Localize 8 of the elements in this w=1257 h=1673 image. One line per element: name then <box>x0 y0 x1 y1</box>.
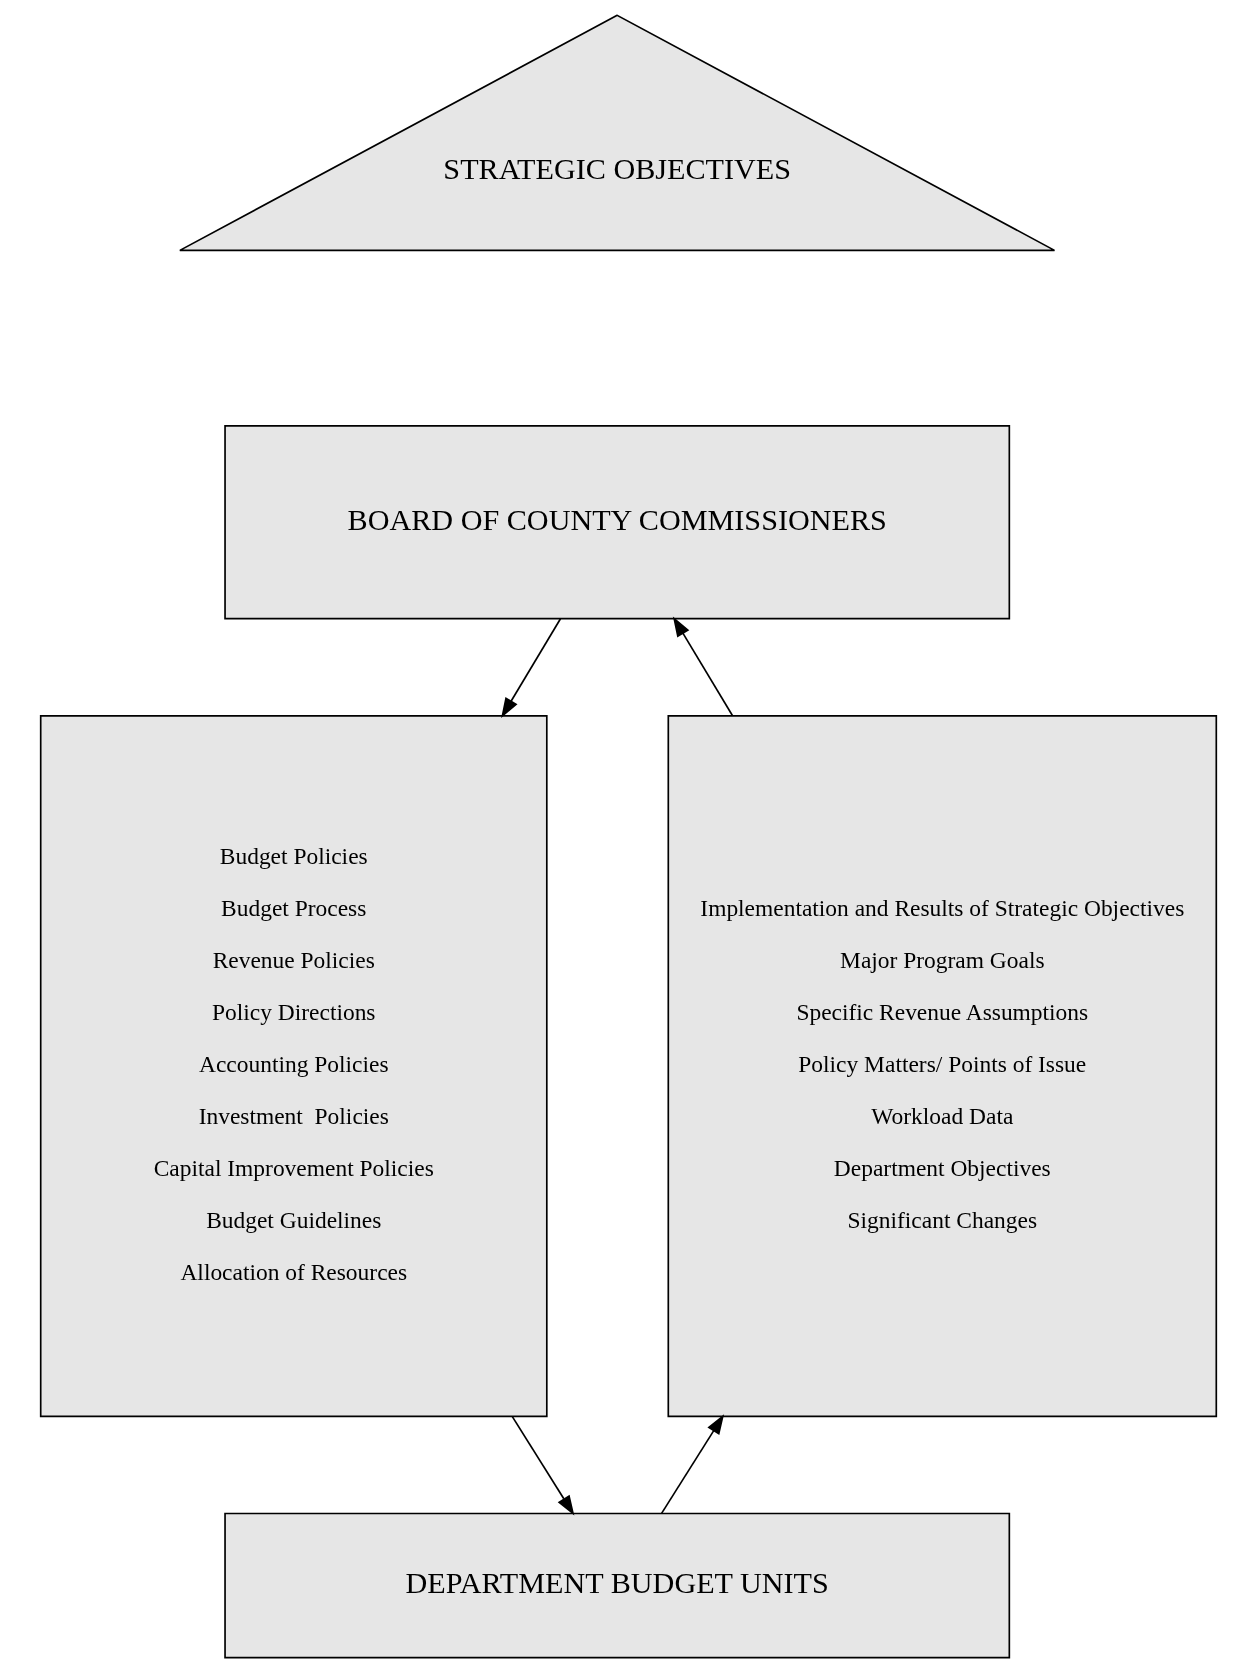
arrow <box>511 1415 575 1516</box>
node-box: DEPARTMENT BUDGET UNITS <box>224 1512 1011 1659</box>
node-box: BOARD OF COUNTY COMMISSIONERS <box>224 425 1011 620</box>
arrow <box>501 617 562 718</box>
arrow <box>660 1414 725 1515</box>
node-box: Budget Policies Budget Process Revenue Policies Policy Directions Accounting Policies Investment Policies Capital Improvement Policies Budget Guidelines Allocation of Resources <box>39 715 548 1418</box>
arrow <box>672 616 734 717</box>
node-box: Implementation and Results of Strategic Objectives Major Program Goals Specific Revenue Assumptions Policy Matters/ Points of Issue Workload Data Department Objectives Significant Changes <box>667 715 1218 1418</box>
